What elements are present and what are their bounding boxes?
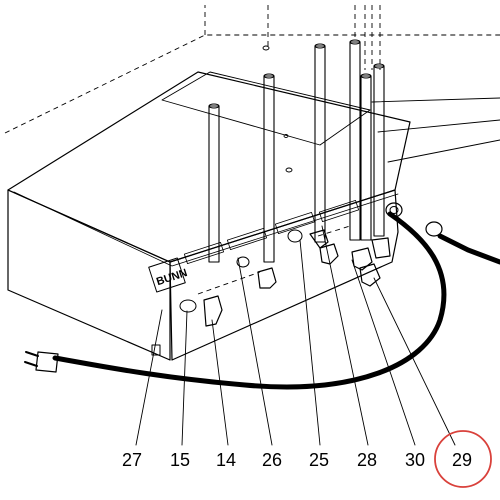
dashed-cabinet-outline: [4, 5, 500, 134]
brewer-housing: [7, 45, 411, 361]
callout-25: 25: [309, 450, 329, 470]
highlight-circle: [434, 430, 492, 488]
faucet-fittings: [179, 225, 391, 327]
callout-26: 26: [262, 450, 282, 470]
sight-tubes: [208, 39, 385, 263]
power-cord: [24, 211, 447, 390]
callout-14: 14: [216, 450, 236, 470]
callout-30: 30: [405, 450, 425, 470]
callout-15: 15: [170, 450, 190, 470]
callout-labels: 27 15 14 26 25 28 30 29: [122, 450, 472, 470]
front-panel-plates: [183, 199, 360, 265]
callout-27: 27: [122, 450, 142, 470]
callout-29: 29: [452, 450, 472, 470]
callout-leaders: [135, 97, 500, 446]
connector-cord: [425, 221, 500, 265]
callout-28: 28: [357, 450, 377, 470]
svg-text:BUNN: BUNN: [155, 267, 189, 288]
bunn-logo: BUNN: [148, 257, 189, 293]
